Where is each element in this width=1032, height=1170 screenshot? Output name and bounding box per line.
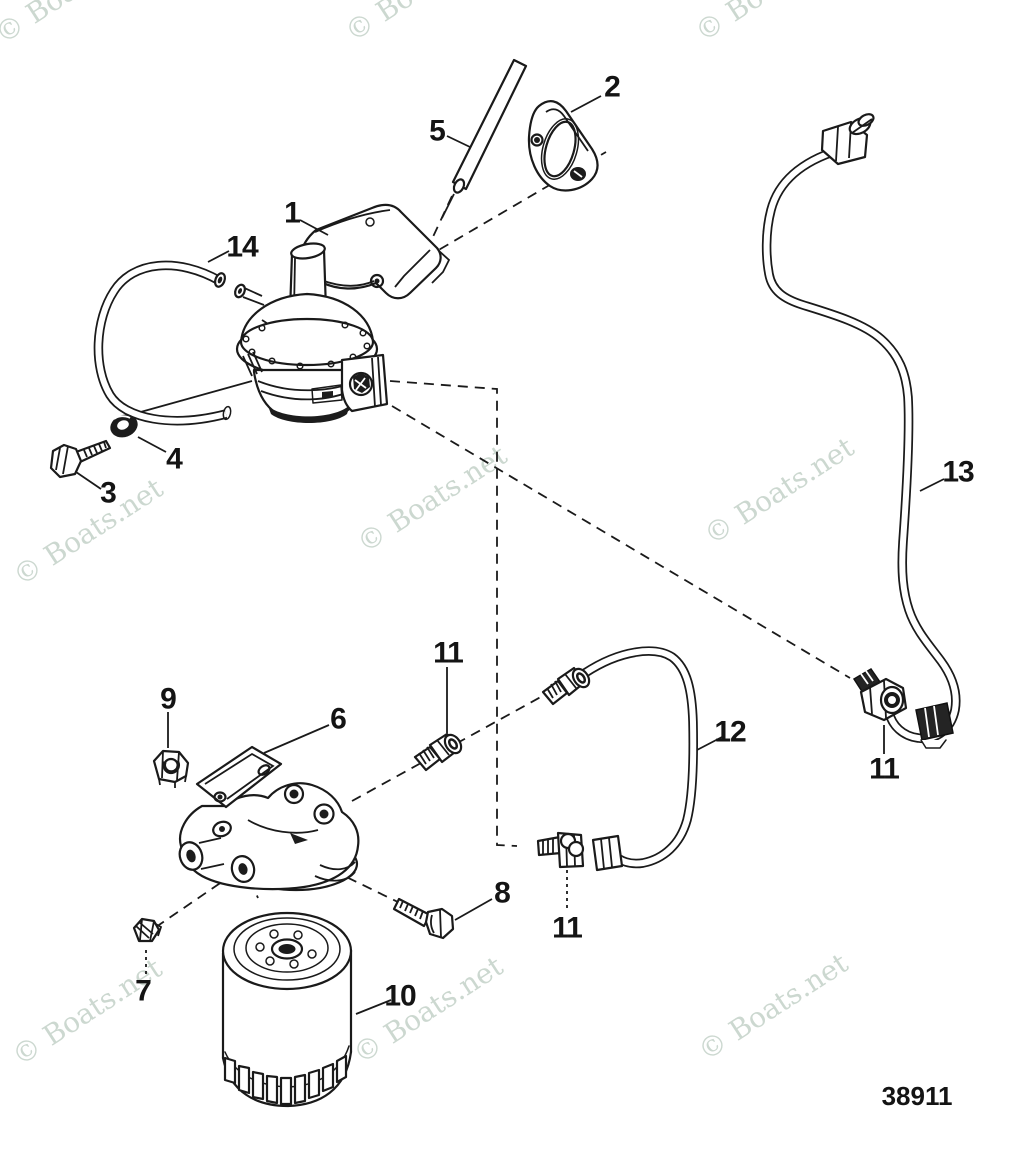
part-3-bolt bbox=[49, 439, 112, 479]
filter-top-holes bbox=[255, 929, 317, 969]
callout-11c: 11 bbox=[552, 912, 582, 945]
callout-5: 5 bbox=[429, 115, 445, 148]
watermark-text: © Boats.net bbox=[692, 946, 854, 1067]
part-11-elbow-fitting bbox=[536, 831, 585, 869]
watermark-text: © Boats.net bbox=[339, 0, 501, 49]
callout-3: 3 bbox=[100, 477, 116, 510]
filter-crimp-pleats bbox=[223, 1054, 348, 1106]
callout-1: 1 bbox=[284, 197, 300, 230]
callout-9: 9 bbox=[160, 683, 176, 716]
part-2-gasket bbox=[527, 100, 599, 192]
callout-7: 7 bbox=[135, 975, 151, 1008]
part-14-hose bbox=[93, 260, 232, 426]
part-8-bolt bbox=[392, 897, 455, 940]
figure-number: 38911 bbox=[882, 1081, 953, 1111]
fuel-line-end-fitting bbox=[591, 834, 624, 872]
callout-12: 12 bbox=[714, 716, 746, 749]
part-11-fitting-line12 bbox=[541, 666, 591, 706]
watermark-text: © Boats.net bbox=[6, 951, 168, 1072]
part-6-filter-bracket bbox=[178, 745, 360, 892]
watermark-text: © Boats.net bbox=[689, 0, 851, 49]
callout-6: 6 bbox=[330, 703, 346, 736]
callout-10: 10 bbox=[384, 980, 416, 1013]
part-9-nut bbox=[152, 749, 190, 788]
watermark-text: © Boats.net bbox=[351, 438, 513, 559]
part-12-fuel-line bbox=[582, 646, 698, 872]
fuel-line-top-fitting bbox=[820, 113, 875, 166]
part-1-fuel-pump bbox=[234, 203, 451, 423]
callout-13: 13 bbox=[942, 456, 974, 489]
part-4-washer bbox=[110, 414, 138, 438]
watermark-text: © Boats.net bbox=[7, 471, 169, 592]
pump-flange-bolt-holes bbox=[242, 321, 371, 370]
part-13-fuel-line bbox=[761, 113, 961, 749]
callout-8: 8 bbox=[494, 877, 510, 910]
callout-11b: 11 bbox=[869, 753, 899, 786]
watermark-text: © Boats.net bbox=[0, 0, 151, 51]
part-11-fitting-right bbox=[852, 668, 908, 722]
callout-11a: 11 bbox=[433, 637, 463, 670]
part-11-fitting-center bbox=[413, 732, 463, 772]
watermark-text: © Boats.net bbox=[698, 430, 860, 551]
callout-2: 2 bbox=[604, 71, 620, 104]
callout-leaders bbox=[75, 95, 945, 1015]
part-10-fuel-filter bbox=[221, 911, 353, 1108]
callout-numbers: 1 2 3 4 5 6 7 8 9 10 11 11 11 12 13 14 bbox=[100, 71, 975, 1013]
fuel-line-end-nut bbox=[915, 702, 954, 749]
callout-4: 4 bbox=[166, 443, 183, 476]
part-7-plug bbox=[132, 917, 163, 943]
part-5-push-rod bbox=[441, 58, 528, 219]
callout-14: 14 bbox=[226, 231, 259, 264]
watermark-text: © Boats.net bbox=[347, 949, 509, 1070]
